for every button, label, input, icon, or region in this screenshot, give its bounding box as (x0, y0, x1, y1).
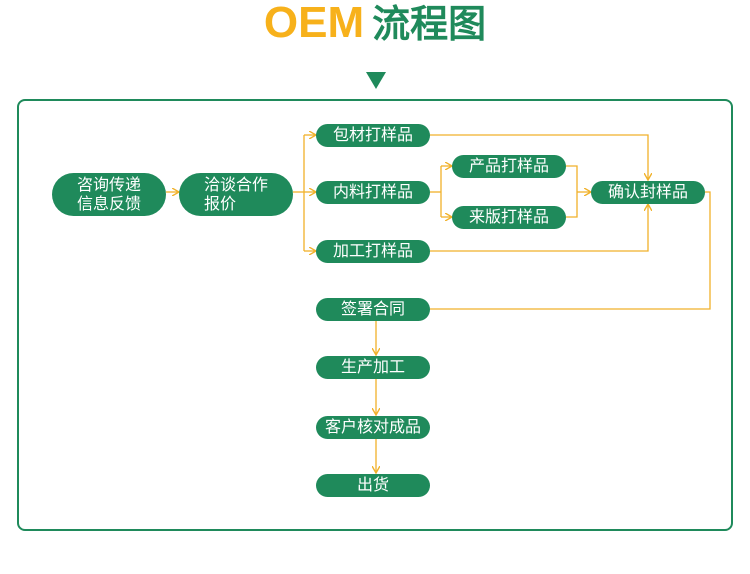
node-shipment: 出货 (316, 474, 430, 497)
node-negotiate-line2: 报价 (204, 193, 237, 213)
node-processing-sample: 加工打样品 (316, 240, 430, 263)
node-sign-contract: 签署合同 (316, 298, 430, 321)
flowchart-frame (17, 99, 733, 531)
node-negotiate-line1: 洽谈合作 (204, 175, 269, 195)
node-packaging-sample: 包材打样品 (316, 124, 430, 147)
node-consult-feedback: 咨询传递 信息反馈 (52, 173, 166, 216)
down-arrow-icon (366, 72, 386, 89)
title-prefix: OEM (263, 0, 365, 47)
node-consult-line2: 信息反馈 (76, 193, 141, 213)
node-content-sample: 内料打样品 (316, 181, 430, 204)
node-consult-line1: 咨询传递 (76, 175, 141, 195)
edge-n8-n9 (430, 191, 711, 310)
node-production: 生产加工 (316, 356, 430, 379)
edge-n5-n8 (430, 204, 648, 252)
node-confirm-sample: 确认封样品 (591, 181, 705, 204)
node-negotiate-quote: 洽谈合作 报价 (179, 173, 293, 216)
node-product-sample: 产品打样品 (452, 155, 566, 178)
edge-n3-n8 (430, 134, 648, 180)
edge-n6-n7-merge (566, 165, 578, 218)
title-main: 流程图 (372, 2, 487, 46)
node-customer-check: 客户核对成品 (316, 416, 430, 439)
node-incoming-sample: 来版打样品 (452, 206, 566, 229)
